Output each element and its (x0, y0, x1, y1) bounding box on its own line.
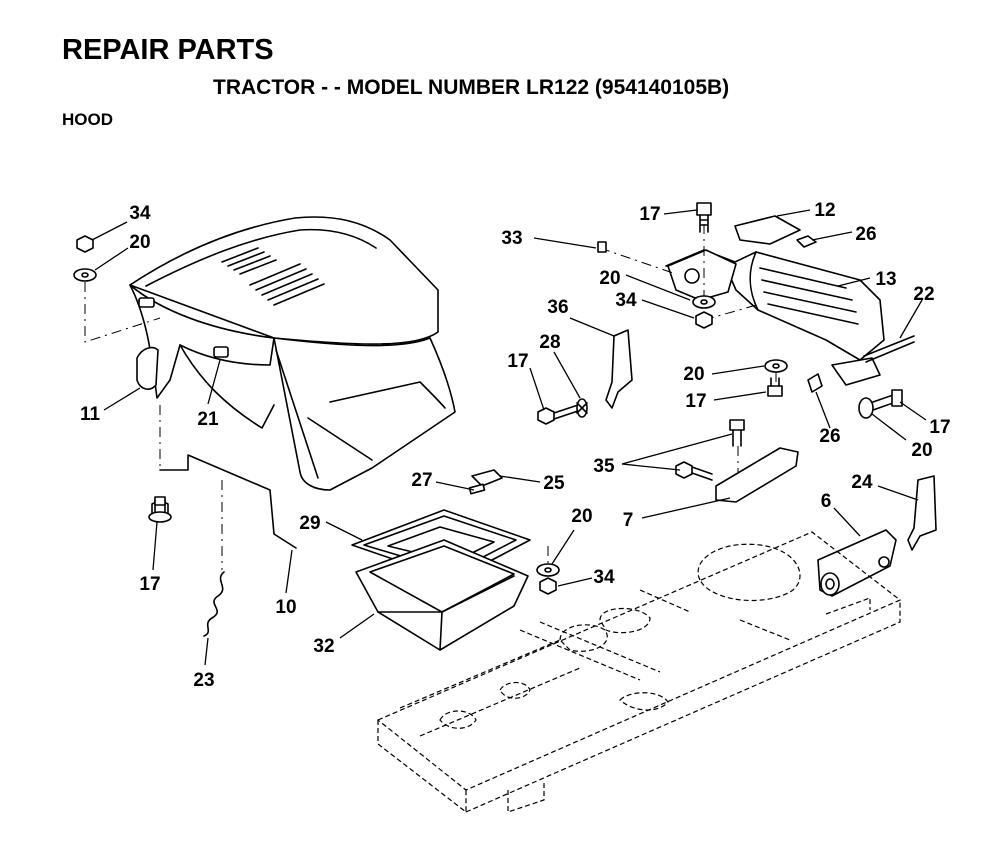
part-24-bracket (907, 475, 937, 551)
part-33-cap (597, 241, 607, 253)
callout-13: 13 (875, 269, 896, 290)
callout-24: 24 (851, 472, 873, 493)
callout-36: 36 (547, 297, 568, 318)
callout-34-center: 34 (615, 290, 637, 311)
callout-17-top: 17 (639, 204, 660, 225)
callout-34-hood-nut: 34 (129, 203, 151, 224)
washer-nut-tray (536, 563, 560, 595)
callout-20-tray: 20 (571, 506, 592, 527)
callout-35: 35 (593, 456, 615, 477)
callout-6: 6 (821, 491, 832, 512)
callout-22: 22 (913, 284, 934, 305)
callout-25: 25 (543, 473, 565, 494)
washer-nut-center (692, 295, 716, 329)
page-title: REPAIR PARTS (62, 34, 274, 66)
callout-10: 10 (275, 597, 296, 618)
callout-17-left: 17 (139, 574, 160, 595)
part-22-strip (863, 335, 915, 363)
part-26-clip-top (796, 235, 817, 248)
callout-17-right: 17 (929, 417, 950, 438)
hood-shell (129, 216, 456, 491)
callout-20-hood-washer: 20 (129, 232, 150, 253)
callout-labels: 34 20 11 21 17 10 23 17 12 33 26 13 20 3… (80, 200, 951, 691)
callout-26-top: 26 (855, 224, 876, 245)
callout-17-mid: 17 (685, 391, 706, 412)
hood-vents (221, 247, 325, 306)
callout-12: 12 (814, 200, 835, 221)
callout-27: 27 (411, 470, 432, 491)
part-25-plate (471, 469, 503, 487)
callout-29: 29 (299, 513, 320, 534)
section-name: HOOD (62, 110, 113, 129)
callout-23: 23 (193, 670, 214, 691)
bolt-17-top (696, 202, 712, 233)
callout-11: 11 (80, 404, 101, 425)
bolt-35-top (729, 419, 745, 447)
callout-17-left-bolt: 17 (507, 351, 528, 372)
model-subtitle: TRACTOR - - MODEL NUMBER LR122 (95414010… (213, 76, 730, 99)
callout-7: 7 (623, 510, 634, 531)
callout-20-right: 20 (911, 440, 932, 461)
part-26-clip-low (807, 373, 823, 393)
part-28-lockwasher (576, 398, 588, 418)
callout-28: 28 (539, 332, 560, 353)
bolt-washer-right (858, 389, 903, 419)
part-11-bracket (136, 346, 159, 390)
callout-34-tray: 34 (593, 567, 615, 588)
nut-washer-left (73, 235, 97, 282)
part-36-bracket (605, 329, 633, 409)
part-10-rod (159, 454, 297, 549)
callout-26-low: 26 (819, 426, 840, 447)
callout-20-center: 20 (599, 268, 620, 289)
grille-assembly (665, 215, 885, 386)
callout-33: 33 (501, 228, 522, 249)
bolt-35-side (675, 461, 713, 481)
part-23-spring (203, 571, 225, 637)
callout-32: 32 (313, 636, 334, 657)
bolt-left (148, 496, 172, 523)
part-6-bracket (817, 529, 897, 597)
tractor-frame (376, 531, 902, 814)
callout-20-mid: 20 (683, 364, 704, 385)
part-32-tray (355, 539, 529, 651)
leader-lines (91, 209, 927, 666)
part-7-bracket (715, 447, 799, 503)
bolt-17-left (537, 404, 579, 425)
callout-21: 21 (197, 409, 219, 430)
